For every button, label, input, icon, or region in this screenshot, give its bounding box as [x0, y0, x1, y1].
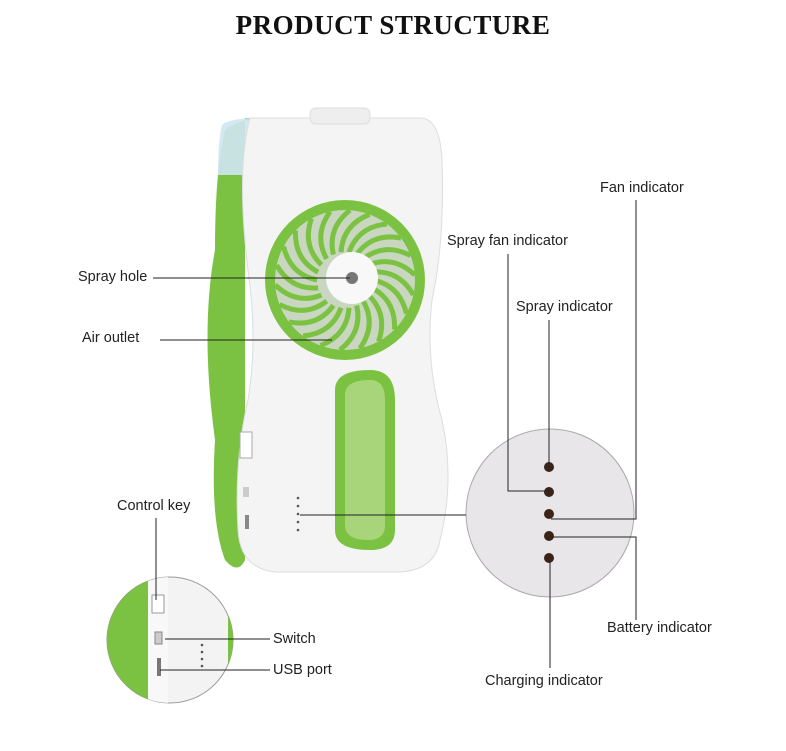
- label-spray-indicator: Spray indicator: [516, 299, 613, 315]
- fan-blade: [338, 304, 361, 352]
- fan-blade: [288, 303, 336, 326]
- fan-indicator-led: [544, 509, 554, 519]
- label-control-key: Control key: [117, 498, 191, 514]
- label-battery-indicator: Battery indicator: [607, 620, 712, 636]
- charging-indicator-led: [544, 553, 554, 563]
- fan-blade: [370, 285, 397, 330]
- label-usb-port: USB port: [273, 662, 332, 678]
- label-charging-indicator: Charging indicator: [485, 673, 603, 689]
- fan-blade: [273, 283, 323, 301]
- fan-blade: [357, 299, 372, 350]
- side-detail-magnifier: [106, 576, 234, 704]
- label-spray-hole: Spray hole: [78, 269, 148, 285]
- leader-lines: [153, 200, 637, 671]
- label-fan-indicator: Fan indicator: [600, 180, 684, 196]
- fan-blade: [302, 306, 344, 339]
- page-title: PRODUCT STRUCTURE: [235, 10, 551, 40]
- fan-blade: [366, 293, 385, 343]
- fan-blade: [319, 307, 352, 348]
- battery-indicator-led: [544, 531, 554, 541]
- fan-blade: [293, 230, 320, 275]
- fan-blade: [278, 299, 329, 313]
- fan-blade: [305, 217, 324, 267]
- label-air-outlet: Air outlet: [82, 330, 140, 346]
- fan-blade: [338, 212, 371, 253]
- fan-blade: [318, 210, 333, 261]
- spray-fan-indicator-led: [544, 487, 554, 497]
- fan-blade: [361, 247, 412, 261]
- fan-blade: [346, 221, 388, 254]
- mini-fan-device: [207, 107, 449, 573]
- fan-blade: [329, 208, 352, 256]
- label-switch: Switch: [273, 631, 316, 647]
- spray-indicator-led: [544, 462, 554, 472]
- label-spray-fan-indicator: Spray fan indicator: [447, 233, 568, 249]
- fan-blade: [281, 245, 318, 283]
- fan-blade: [354, 234, 402, 257]
- fan-blade: [274, 263, 319, 291]
